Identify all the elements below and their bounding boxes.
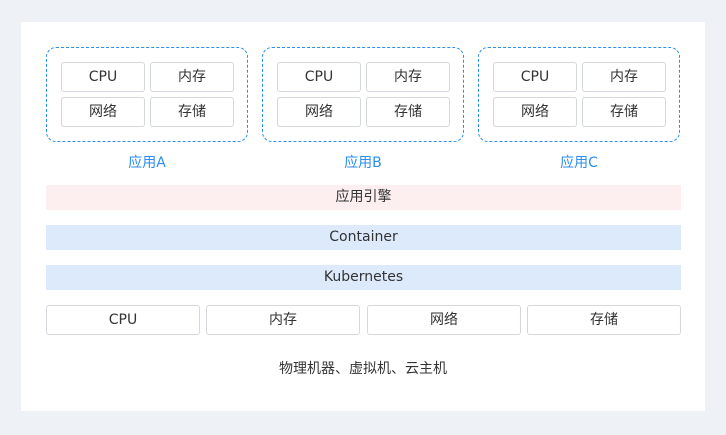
app-a-label: 应用A	[128, 155, 166, 171]
base-storage: 存储	[527, 305, 681, 335]
app-engine-layer: 应用引擎	[46, 185, 681, 210]
app-c-label: 应用C	[560, 155, 598, 171]
architecture-diagram: CPU 内存 网络 存储 应用A CPU 内存 网络 存储 应用B CPU 内存…	[21, 22, 705, 411]
app-c-memory: 内存	[582, 62, 666, 92]
base-cpu: CPU	[46, 305, 200, 335]
infrastructure-label: 物理机器、虚拟机、云主机	[279, 361, 447, 377]
app-group-b: CPU 内存 网络 存储	[262, 47, 464, 142]
app-group-a: CPU 内存 网络 存储	[46, 47, 248, 142]
app-a-cpu: CPU	[61, 62, 145, 92]
app-b-network: 网络	[277, 97, 361, 127]
app-c-storage: 存储	[582, 97, 666, 127]
app-a-memory: 内存	[150, 62, 234, 92]
app-group-c: CPU 内存 网络 存储	[478, 47, 680, 142]
app-b-cpu: CPU	[277, 62, 361, 92]
app-c-cpu: CPU	[493, 62, 577, 92]
app-a-network: 网络	[61, 97, 145, 127]
app-a-storage: 存储	[150, 97, 234, 127]
base-network: 网络	[367, 305, 521, 335]
app-b-memory: 内存	[366, 62, 450, 92]
container-layer: Container	[46, 225, 681, 250]
app-c-network: 网络	[493, 97, 577, 127]
app-b-storage: 存储	[366, 97, 450, 127]
base-memory: 内存	[206, 305, 360, 335]
kubernetes-layer: Kubernetes	[46, 265, 681, 290]
app-b-label: 应用B	[344, 155, 382, 171]
